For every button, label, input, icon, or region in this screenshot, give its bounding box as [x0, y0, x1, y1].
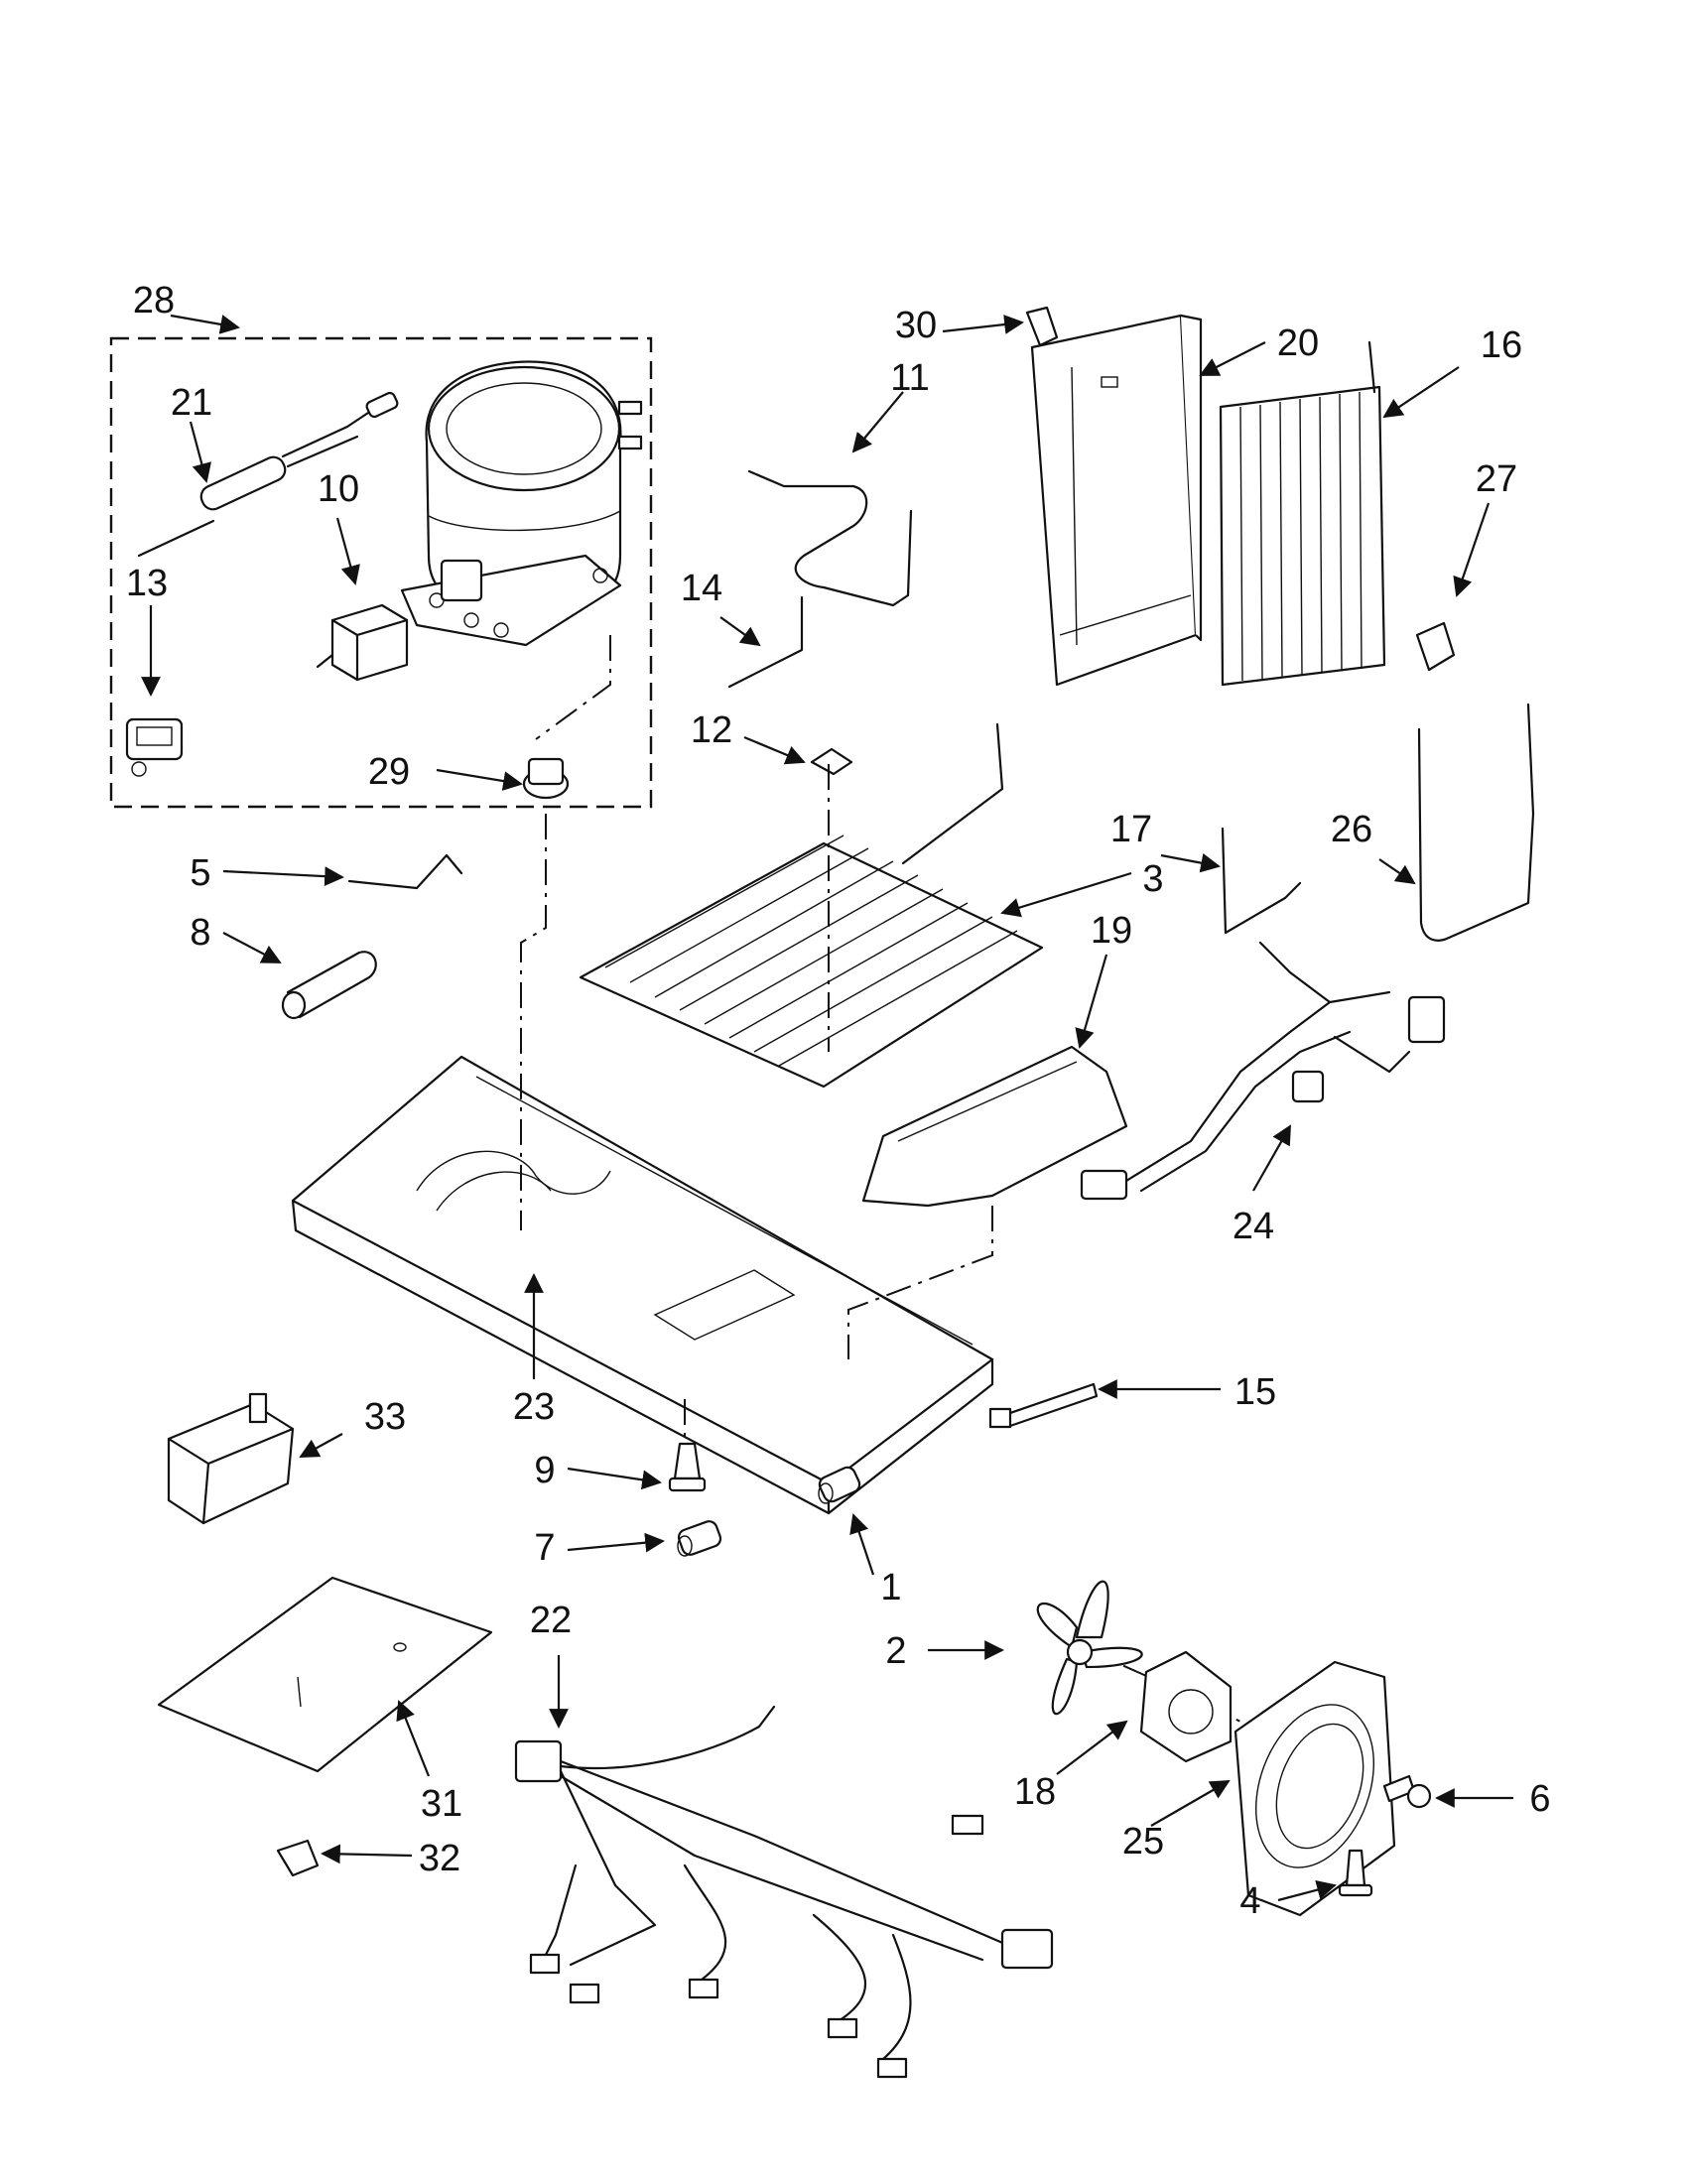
- part-fan-blade: [1036, 1580, 1143, 1716]
- callout-27: 27: [1476, 458, 1517, 500]
- leader-lines: [141, 314, 1513, 1902]
- part-insulation-sheet: [157, 1576, 493, 1773]
- part-shroud-screw: [1338, 1849, 1373, 1897]
- assembly-line-grommet-base: [520, 814, 547, 1230]
- callout-1: 1: [880, 1567, 901, 1608]
- callout-22: 22: [530, 1600, 572, 1641]
- callout-23: 23: [513, 1386, 555, 1428]
- callout-13: 13: [126, 563, 168, 604]
- callout-6: 6: [1529, 1778, 1550, 1820]
- callout-2: 2: [885, 1630, 906, 1672]
- callout-10: 10: [318, 468, 359, 510]
- part-retainer-clip: [276, 1839, 320, 1877]
- callout-20: 20: [1277, 322, 1319, 364]
- callout-28: 28: [133, 280, 175, 321]
- part-evaporator: [1219, 340, 1386, 687]
- part-wiring-harness: [514, 1705, 1054, 2079]
- callout-25: 25: [1122, 1821, 1164, 1863]
- callout-32: 32: [419, 1838, 460, 1879]
- part-evaporator-cover: [1030, 314, 1203, 687]
- part-overload: [125, 717, 184, 777]
- part-bracket: [1415, 621, 1456, 672]
- callout-24: 24: [1233, 1206, 1274, 1247]
- callout-4: 4: [1239, 1880, 1260, 1922]
- callout-30: 30: [895, 305, 937, 346]
- callout-11: 11: [890, 357, 929, 399]
- callout-18: 18: [1014, 1771, 1056, 1813]
- part-spacer: [677, 1520, 722, 1557]
- part-tube-b: [727, 595, 804, 689]
- part-wire-hook: [1221, 827, 1302, 935]
- callout-5: 5: [190, 852, 210, 894]
- callout-3: 3: [1142, 858, 1163, 900]
- callout-21: 21: [171, 382, 212, 424]
- part-fan-screw: [1382, 1774, 1432, 1809]
- part-cable-tie: [988, 1382, 1099, 1429]
- part-bushing: [818, 1466, 861, 1504]
- part-base-pan: [291, 1055, 994, 1515]
- callout-16: 16: [1481, 324, 1522, 366]
- part-fan-motor: [1139, 1650, 1233, 1763]
- part-drier-tube: [137, 391, 399, 558]
- callout-8: 8: [190, 912, 210, 954]
- callout-15: 15: [1234, 1371, 1276, 1413]
- part-compressor: [400, 360, 643, 647]
- callout-labels: 28 21 10 13 29 5 8 30 11 20 16 27 14 12 …: [126, 280, 1551, 1922]
- callout-14: 14: [681, 568, 722, 609]
- part-clip: [1025, 306, 1059, 347]
- callout-33: 33: [364, 1396, 406, 1438]
- callout-31: 31: [421, 1783, 462, 1825]
- part-fan-shroud: [1234, 1660, 1396, 1917]
- part-screw: [668, 1442, 707, 1492]
- part-wire-retainer: [347, 853, 463, 890]
- part-tube-insulation: [281, 951, 377, 1020]
- callout-12: 12: [691, 709, 732, 751]
- part-drain-pan: [861, 1045, 1128, 1208]
- part-power-cord-harness: [1080, 941, 1446, 1201]
- callout-17: 17: [1110, 809, 1152, 850]
- callout-19: 19: [1091, 910, 1132, 952]
- assembly-line-fan: [1081, 1646, 1370, 1777]
- part-control-module: [167, 1392, 295, 1525]
- assembly-line-pan-base: [847, 1206, 993, 1359]
- part-grommet: [522, 757, 570, 800]
- part-small-clip: [810, 747, 853, 776]
- callout-9: 9: [534, 1450, 555, 1491]
- callout-7: 7: [534, 1527, 555, 1569]
- part-condenser: [579, 722, 1044, 1089]
- part-start-relay: [316, 603, 409, 682]
- callout-29: 29: [368, 751, 410, 793]
- assembly-line-compressor-grommet: [535, 635, 611, 740]
- part-tube-a: [747, 469, 913, 607]
- callout-26: 26: [1331, 809, 1372, 850]
- compressor-assembly-group-box: [109, 336, 653, 809]
- part-drain-tube: [1417, 703, 1535, 942]
